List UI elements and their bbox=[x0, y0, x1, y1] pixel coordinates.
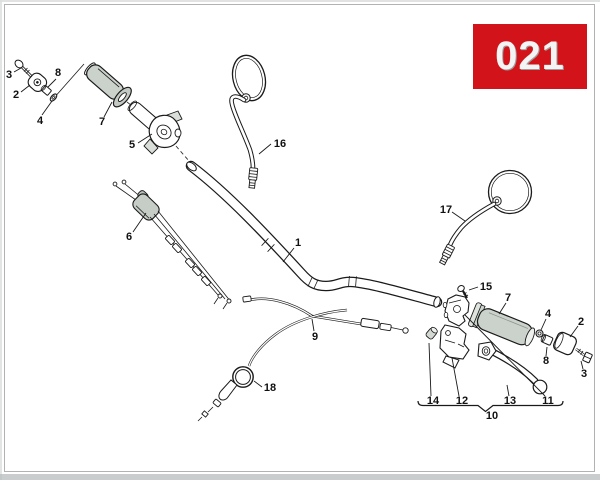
part-callout-8: 8 bbox=[55, 67, 61, 79]
part-leader-2 bbox=[569, 325, 579, 338]
mirror-right-fitting bbox=[438, 243, 455, 266]
right-bar-end-hardware bbox=[535, 329, 593, 364]
part-leader-12 bbox=[451, 357, 460, 397]
left-grip bbox=[84, 62, 132, 108]
part-callout-4: 4 bbox=[545, 308, 552, 320]
scan-edge-left bbox=[0, 0, 2, 480]
part-callout-18: 18 bbox=[264, 382, 276, 394]
switch-housing bbox=[442, 285, 470, 327]
cable-junction-boot bbox=[132, 190, 160, 221]
part-leader-7 bbox=[103, 101, 113, 118]
part-callout-11: 11 bbox=[542, 395, 554, 407]
part-callout-7: 7 bbox=[505, 292, 511, 304]
left-bar-end-hardware bbox=[14, 59, 58, 102]
choke-cable-lever bbox=[197, 308, 348, 422]
bushing-right bbox=[540, 334, 554, 346]
part-callout-1: 1 bbox=[295, 237, 301, 249]
page-code: 021 bbox=[495, 34, 565, 78]
scan-edge-bottom bbox=[0, 474, 600, 480]
part-leader-13 bbox=[506, 384, 510, 397]
bolt-right bbox=[575, 347, 593, 364]
part-leader-4 bbox=[540, 318, 547, 331]
part-leader-3 bbox=[13, 67, 22, 73]
mirror-left-fitting bbox=[248, 167, 259, 189]
part-leader-8 bbox=[545, 346, 548, 357]
part-callout-15: 15 bbox=[480, 281, 492, 293]
page-code-badge: 021 bbox=[473, 24, 587, 89]
lever-perch-12 bbox=[439, 324, 470, 369]
part-callout-12: 12 bbox=[456, 395, 468, 407]
mirror-right bbox=[438, 169, 533, 266]
cable-adjusters bbox=[165, 234, 211, 287]
scan-edge-top bbox=[0, 0, 600, 2]
part-callout-16: 16 bbox=[274, 138, 286, 150]
group-bracket-10 bbox=[417, 400, 564, 413]
throttle-housing bbox=[143, 110, 183, 155]
part-callout-17: 17 bbox=[440, 204, 452, 216]
part-callout-13: 13 bbox=[504, 395, 516, 407]
part-leader-11 bbox=[464, 314, 546, 397]
part-callout-5: 5 bbox=[129, 139, 135, 151]
part-leader-1 bbox=[282, 247, 295, 263]
bushing-left bbox=[40, 84, 52, 96]
part-callout-2: 2 bbox=[578, 316, 584, 328]
throttle-cables bbox=[112, 179, 232, 310]
part-leader-4 bbox=[41, 100, 53, 116]
bar-bend-marks bbox=[261, 238, 357, 289]
washer-left bbox=[49, 93, 58, 102]
part-leader-15 bbox=[468, 286, 479, 291]
part-callout-6: 6 bbox=[126, 231, 132, 243]
part-callout-8: 8 bbox=[543, 355, 549, 367]
part-callout-2: 2 bbox=[13, 89, 19, 101]
part-callout-14: 14 bbox=[427, 395, 440, 407]
part-leader-7 bbox=[498, 302, 507, 315]
screw-15 bbox=[457, 285, 469, 299]
part-leader-3 bbox=[580, 360, 584, 370]
bar-end-weight-right bbox=[553, 331, 577, 356]
mirror-left bbox=[229, 54, 267, 189]
part-leader-14 bbox=[428, 342, 432, 397]
page-frame bbox=[4, 4, 595, 472]
plug-14 bbox=[425, 326, 438, 340]
right-grip bbox=[468, 302, 536, 347]
part-leader-16 bbox=[258, 143, 272, 155]
part-callout-7: 7 bbox=[99, 116, 105, 128]
part-callout-3: 3 bbox=[6, 69, 12, 81]
part-leader-9 bbox=[311, 318, 315, 332]
part-leader-6 bbox=[132, 212, 147, 233]
part-leader-8 bbox=[47, 78, 57, 88]
handlebar bbox=[185, 160, 443, 308]
part-callout-3: 3 bbox=[581, 368, 587, 380]
part-callout-4: 4 bbox=[37, 115, 44, 127]
part-callout-10: 10 bbox=[486, 410, 498, 422]
part-leader-2 bbox=[20, 84, 31, 93]
part-leader-17 bbox=[451, 211, 466, 222]
part-leader-18 bbox=[253, 380, 263, 388]
bolt-left bbox=[14, 59, 32, 77]
part-callout-9: 9 bbox=[312, 331, 318, 343]
part-leader-5 bbox=[137, 133, 153, 144]
